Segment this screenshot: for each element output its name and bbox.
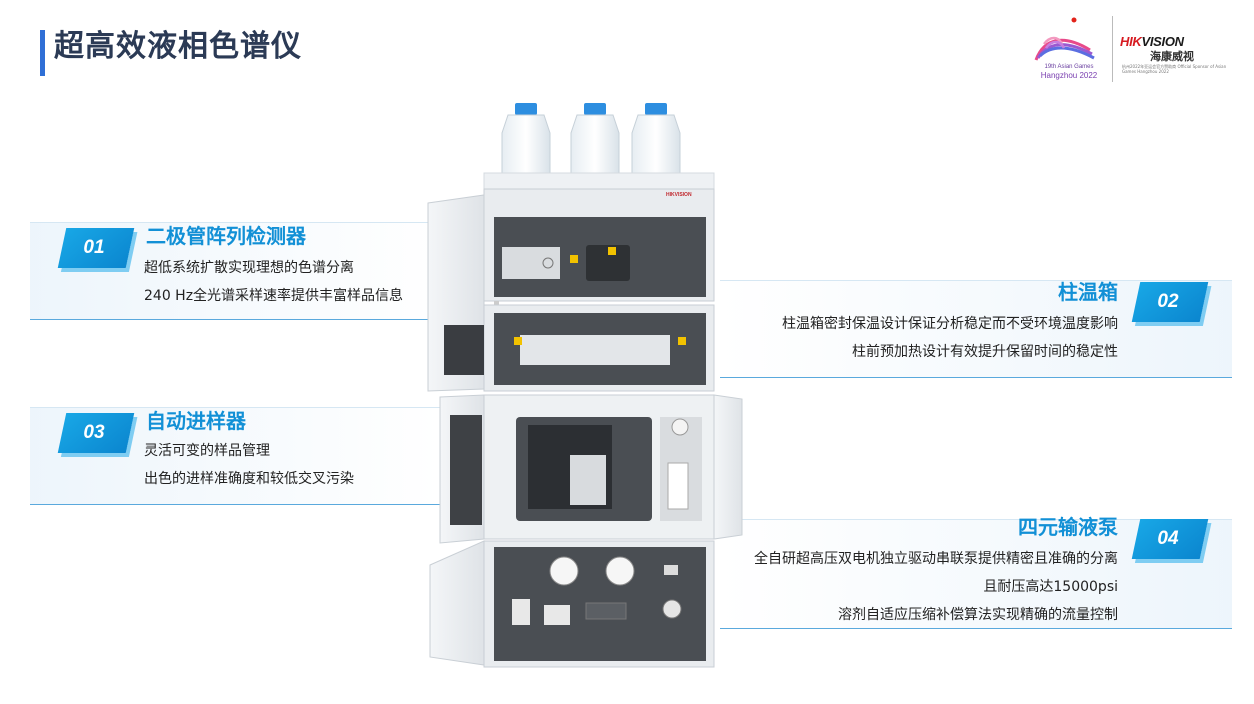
- asian-games-line2: Hangzhou 2022: [1040, 71, 1098, 80]
- feature-line: 溶剂自适应压缩补偿算法实现精确的流量控制: [838, 607, 1118, 623]
- column-oven-module: [444, 304, 715, 392]
- hplc-instrument-illustration: HIKVISION: [427, 103, 743, 668]
- brand-prefix: HIK: [1120, 34, 1142, 49]
- hikvision-cn-name: 海康威视: [1150, 50, 1194, 63]
- feature-card-04: 04 四元输液泵 全自研超高压双电机独立驱动串联泵提供精密且准确的分离 且耐压高…: [700, 505, 1232, 631]
- asian-games-logo-icon: [1034, 17, 1095, 61]
- feature-title: 四元输液泵: [1018, 515, 1118, 539]
- feature-title: 柱温箱: [1058, 280, 1118, 304]
- feature-line: 柱温箱密封保温设计保证分析稳定而不受环境温度影响: [782, 316, 1118, 332]
- autosampler-module: [439, 394, 743, 544]
- feature-line: 出色的进样准确度和较低交叉污染: [144, 471, 354, 487]
- feature-title: 二极管阵列检测器: [146, 224, 306, 248]
- feature-panel: [30, 407, 440, 505]
- feature-line: 灵活可变的样品管理: [144, 443, 270, 459]
- feature-number: 02: [1157, 291, 1179, 312]
- feature-line: 柱前预加热设计有效提升保留时间的稳定性: [852, 344, 1118, 360]
- feature-number: 04: [1157, 528, 1179, 549]
- asian-games-caption: 19th Asian Games Hangzhou 2022: [1034, 64, 1104, 80]
- feature-line: 全自研超高压双电机独立驱动串联泵提供精密且准确的分离: [754, 551, 1118, 567]
- device-brand-label: HIKVISION: [666, 192, 692, 198]
- feature-card-02: 02 柱温箱 柱温箱密封保温设计保证分析稳定而不受环境温度影响 柱前预加热设计有…: [720, 268, 1232, 380]
- feature-number: 03: [83, 422, 105, 443]
- sponsor-text: 杭州2022年亚运会官方赞助商 Official Sponsor of Asia…: [1122, 64, 1227, 74]
- page-title: 超高效液相色谱仪: [54, 29, 302, 64]
- feature-title: 自动进样器: [146, 409, 246, 433]
- logo-divider: [1112, 16, 1113, 82]
- title-accent-bar: [40, 30, 45, 76]
- feature-card-03: 03 自动进样器 灵活可变的样品管理 出色的进样准确度和较低交叉污染: [30, 395, 440, 507]
- sponsor-logo-area: 19th Asian Games Hangzhou 2022 HIKVISION…: [1030, 14, 1230, 84]
- feature-number: 01: [83, 237, 105, 258]
- hikvision-logo: HIKVISION: [1120, 34, 1184, 49]
- pump-module: [429, 540, 715, 668]
- solvent-bottles: [483, 103, 715, 190]
- feature-card-01: 01 二极管阵列检测器 超低系统扩散实现理想的色谱分离 240 Hz全光谱采样速…: [30, 210, 440, 322]
- asian-games-line1: 19th Asian Games: [1044, 64, 1094, 70]
- detector-module: HIKVISION: [427, 188, 715, 392]
- brand-suffix: VISION: [1141, 34, 1185, 49]
- feature-line: 240 Hz全光谱采样速率提供丰富样品信息: [144, 288, 404, 304]
- feature-line: 且耐压高达15000psi: [983, 579, 1118, 595]
- feature-line: 超低系统扩散实现理想的色谱分离: [144, 260, 354, 276]
